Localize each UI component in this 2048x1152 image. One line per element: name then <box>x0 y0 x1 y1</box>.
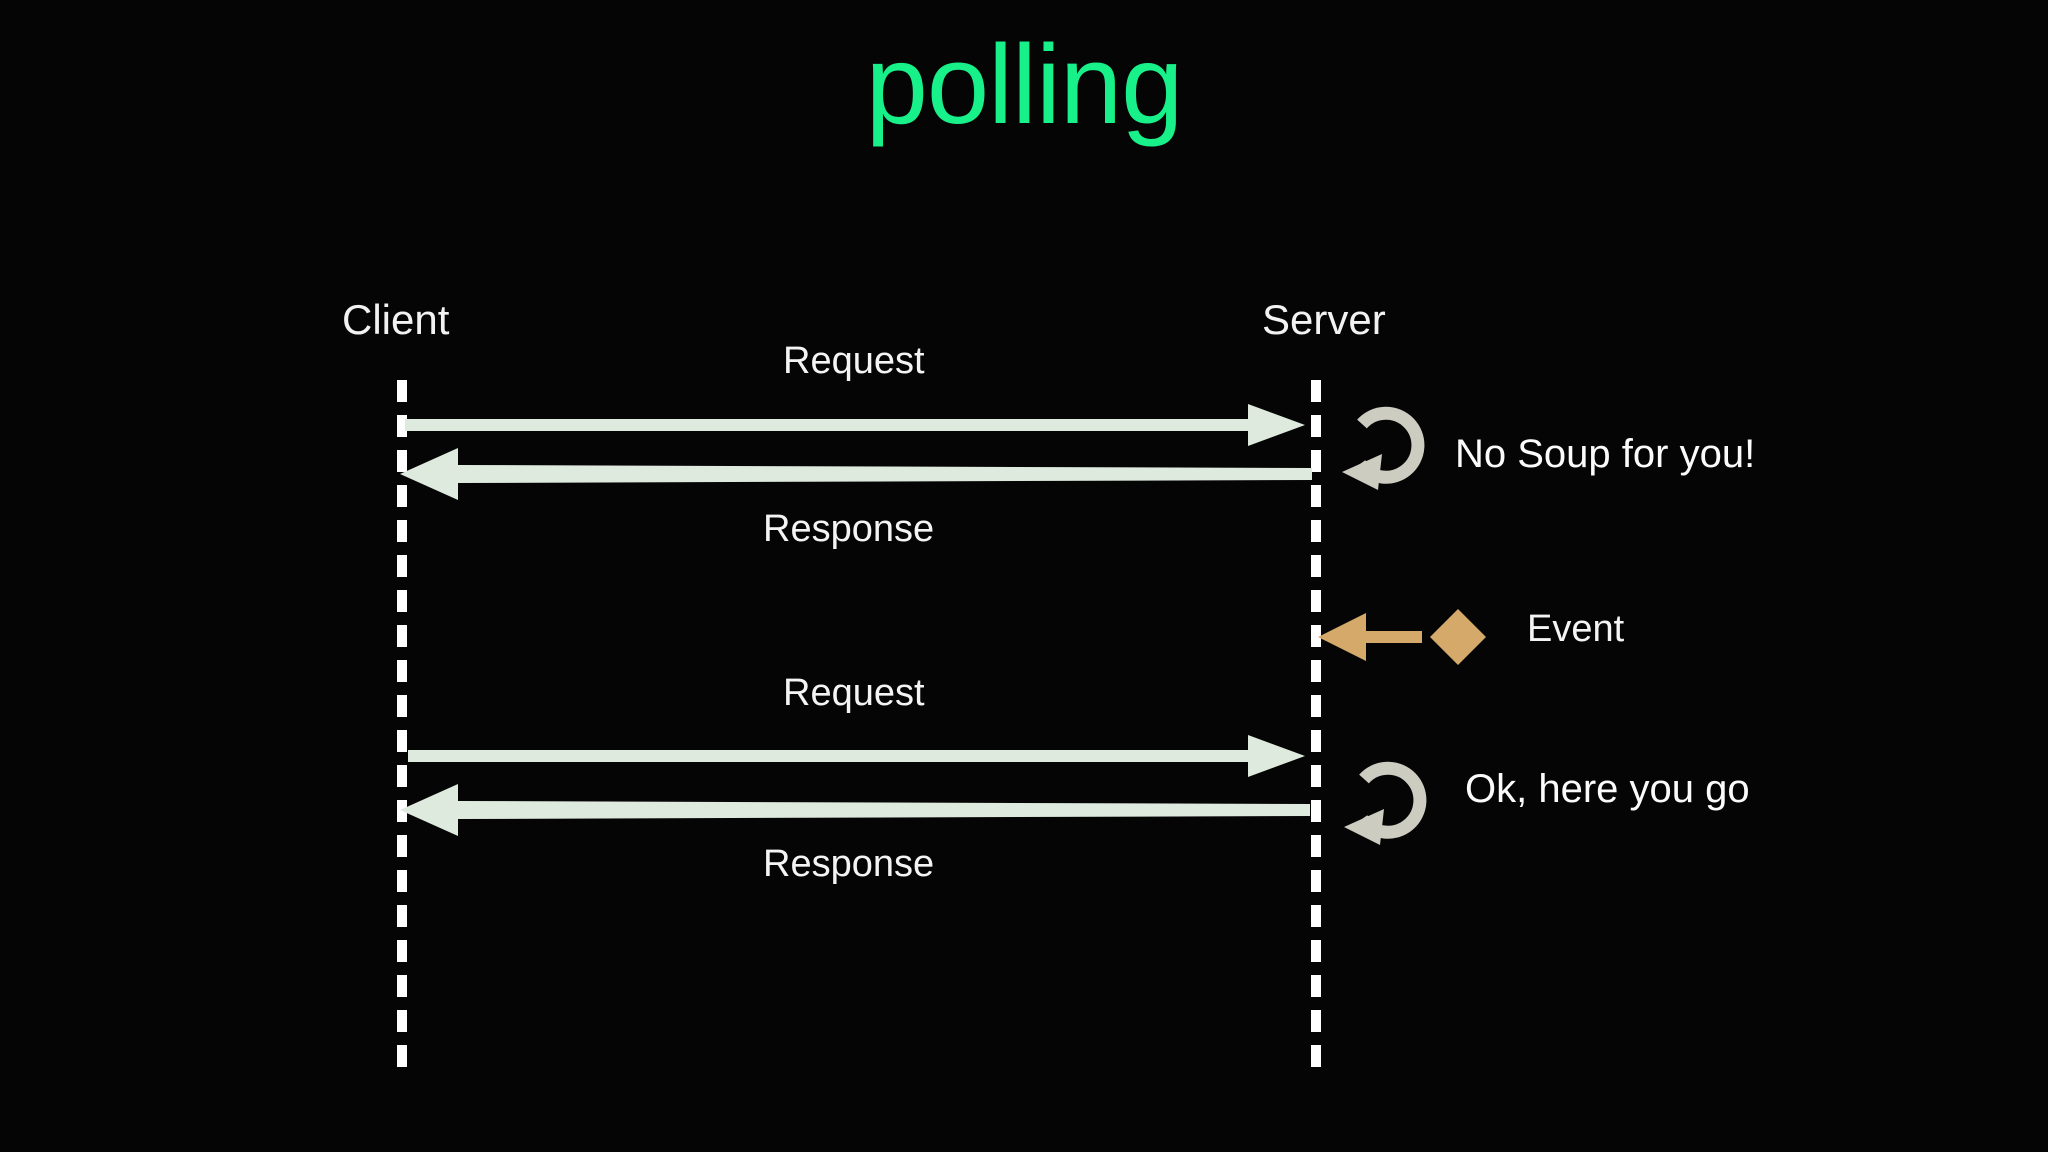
loop-refresh-icon <box>1342 406 1425 490</box>
message-label-request-1: Request <box>783 340 925 382</box>
message-label-request-2: Request <box>783 672 925 714</box>
annotation-text-ok-here-you-go: Ok, here you go <box>1465 767 1750 811</box>
lifeline-server <box>1311 380 1321 1070</box>
message-arrow-request-1 <box>405 404 1305 446</box>
message-label-event: Event <box>1527 608 1625 650</box>
actor-label-server: Server <box>1262 296 1386 343</box>
message-arrow-request-2 <box>408 735 1305 777</box>
message-arrow-response-1 <box>400 448 1312 500</box>
message-label-response-2: Response <box>763 843 935 885</box>
annotation-text-no-soup: No Soup for you! <box>1455 432 1756 476</box>
message-arrow-response-2 <box>400 784 1310 836</box>
actor-label-client: Client <box>342 296 450 343</box>
loop-refresh-icon <box>1344 761 1427 845</box>
page-title: polling <box>865 22 1184 147</box>
message-label-response-1: Response <box>763 508 935 550</box>
event-arrow <box>1318 609 1486 665</box>
lifeline-client <box>397 380 407 1070</box>
